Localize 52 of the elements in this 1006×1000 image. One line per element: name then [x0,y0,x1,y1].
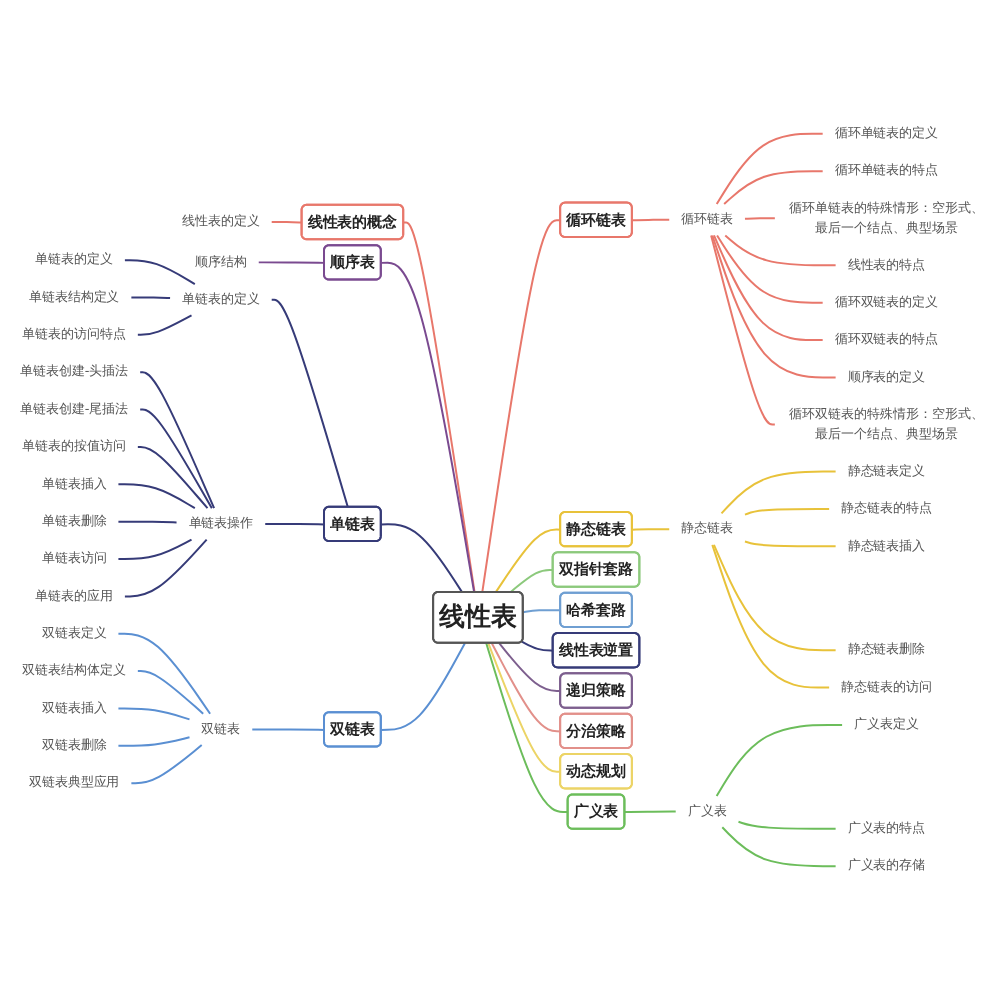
connector [123,538,208,598]
connector [715,132,824,206]
connector [117,707,191,721]
connector [509,568,555,594]
connector [721,826,837,868]
connector [485,642,570,814]
connector [257,261,326,264]
connector [117,632,212,715]
connector [136,314,193,336]
connector [631,218,671,222]
connector [117,483,196,510]
connector [380,523,464,594]
connector [136,445,209,510]
connector [139,371,216,510]
connector [631,528,671,531]
connector [130,744,203,785]
connector [264,522,326,526]
connector [139,408,213,510]
connector [136,670,205,715]
connector [712,543,837,652]
connector [130,296,172,299]
connector [270,221,304,224]
connector [720,470,837,515]
connector [743,217,776,220]
connector [270,298,349,509]
connector [715,723,844,797]
connector [494,528,562,594]
connector [716,234,824,304]
connector [123,259,196,286]
connector [380,642,466,731]
connector [711,234,837,379]
connector [117,520,178,524]
connector [743,540,837,548]
connector [743,507,831,516]
connector [723,170,824,206]
connector [117,538,193,561]
connector [490,642,562,733]
connector [251,728,326,731]
connector [724,234,837,267]
connector [487,642,562,773]
connector [117,736,191,747]
connector [522,609,562,614]
connector [711,543,831,689]
connector [713,234,824,342]
connector [498,642,562,693]
connector [520,640,555,652]
connector [380,261,476,594]
connector [481,219,562,594]
connector [737,820,837,830]
connector [710,234,776,426]
connector [623,810,677,814]
connector [402,221,476,594]
